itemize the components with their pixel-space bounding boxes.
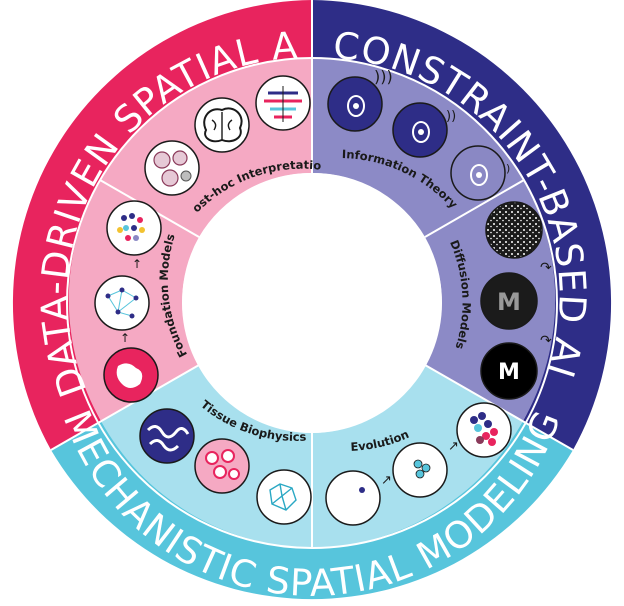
arrow-up-2-icon: ↑: [120, 331, 130, 345]
tissue-histology-icon: [144, 140, 200, 196]
single-cell-icon: [325, 470, 381, 526]
ring-data-driven: [12, 0, 313, 450]
blob-cell-icon: [103, 347, 159, 403]
feature-importance-icon: [255, 75, 311, 131]
arrow-down-1-icon: ↷: [540, 260, 552, 276]
large-cluster-icon: [456, 402, 512, 458]
wifi-2-icon: )): [446, 109, 456, 124]
cell-foam-icon: [194, 438, 250, 494]
wifi-3-icon: ): [506, 162, 510, 175]
brain-icon: [194, 97, 250, 153]
ring-constraint-based: [312, 0, 612, 450]
center-hole: [182, 173, 442, 433]
network-graph-icon: [94, 275, 150, 331]
cell-signal-2-icon: [392, 102, 448, 158]
epithelium-icon: [256, 469, 312, 525]
svg-text:M: M: [497, 288, 521, 316]
turing-pattern-icon: [139, 408, 195, 464]
arrow-evol-1-icon: ↗: [381, 473, 392, 488]
small-cluster-icon: [392, 442, 448, 498]
cell-signal-3-icon: [450, 145, 506, 201]
final-image-icon: M: [480, 342, 538, 400]
cell-signal-1-icon: [327, 76, 383, 132]
svg-text:M: M: [498, 360, 520, 385]
arrow-evol-2-icon: ↗: [448, 439, 459, 454]
noise-image-icon: [485, 201, 543, 259]
wifi-1-icon: ))): [374, 67, 393, 86]
cell-grid-icon: [106, 200, 162, 256]
arrow-down-2-icon: ↷: [540, 333, 552, 349]
arrow-up-1-icon: ↑: [132, 257, 142, 271]
partial-denoise-icon: M: [480, 272, 538, 330]
ring-mechanistic: [51, 421, 573, 600]
